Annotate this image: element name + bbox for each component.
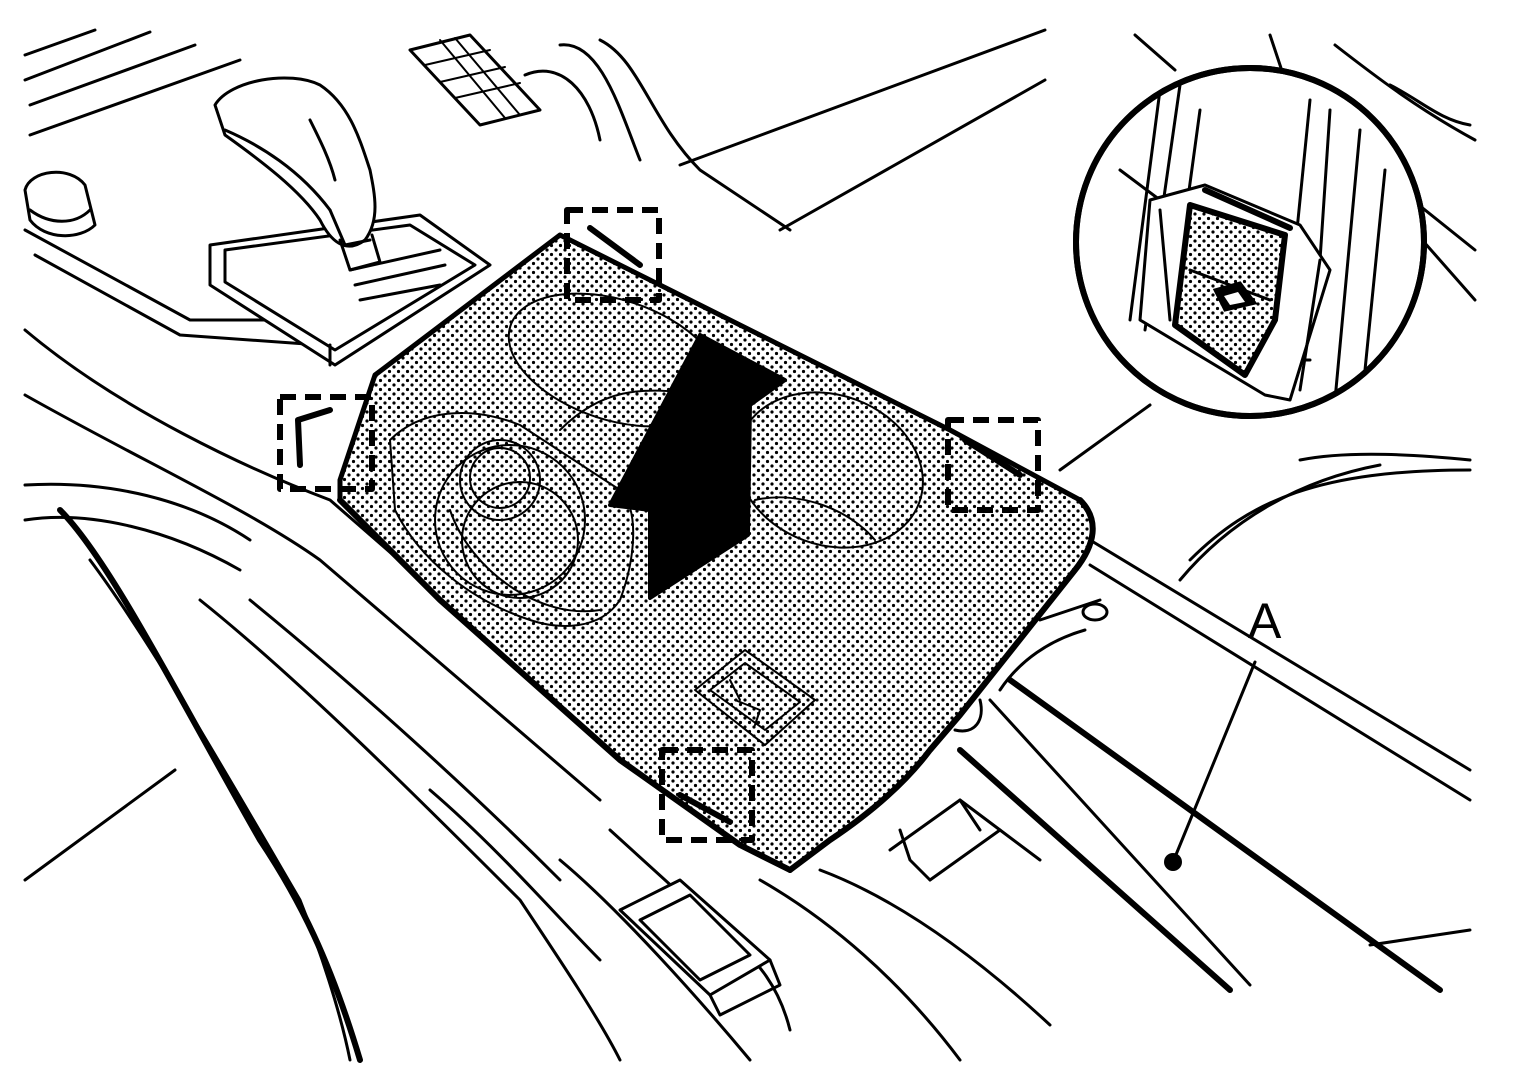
arrow-up-icon [608, 333, 787, 600]
magnifier-circle-detail [1073, 65, 1427, 419]
clip-marker-top [564, 207, 662, 303]
clip-marker-left [277, 394, 375, 492]
background-console-lines [23, 28, 1477, 1063]
clip-marker-bottom [659, 747, 755, 843]
shift-lever-assembly [23, 76, 492, 367]
callout-a: A [1164, 593, 1282, 871]
clip-marker-right [945, 417, 1041, 513]
callout-a-label: A [1248, 593, 1282, 649]
